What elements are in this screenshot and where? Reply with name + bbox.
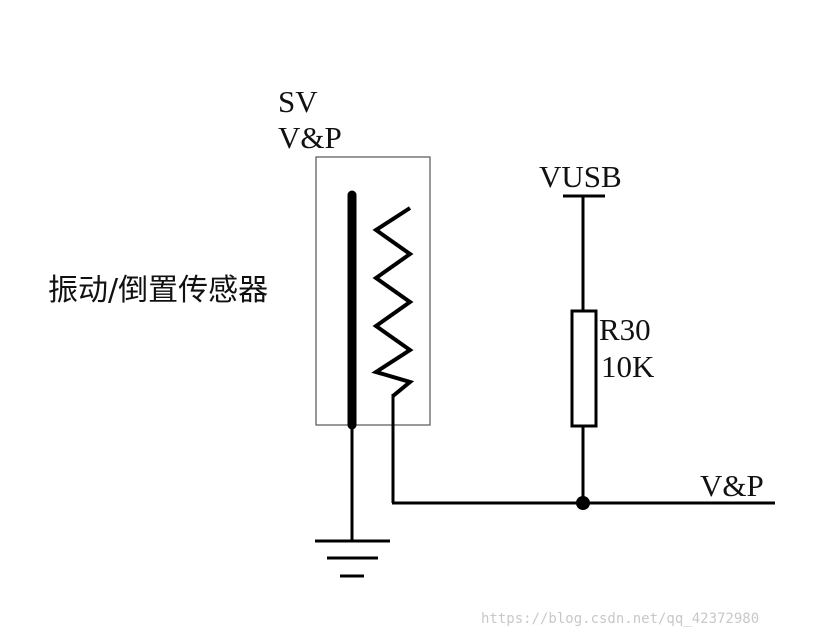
sensor-body-outline: [315, 156, 431, 426]
sensor-description-label: 振动/倒置传感器: [48, 273, 269, 308]
sensor-ref-label: SV: [278, 84, 318, 119]
sensor-net-label: V&P: [278, 120, 342, 155]
resistor-body: [570, 309, 598, 428]
resistor-ref-label: R30: [599, 312, 651, 347]
sensor-spring: [371, 206, 415, 398]
resistor-value-label: 10K: [601, 349, 655, 384]
vusb-label: VUSB: [539, 159, 622, 194]
ground-symbol: [315, 539, 390, 578]
watermark-text: https://blog.csdn.net/qq_42372980: [481, 611, 760, 627]
output-net-label: V&P: [700, 468, 764, 503]
